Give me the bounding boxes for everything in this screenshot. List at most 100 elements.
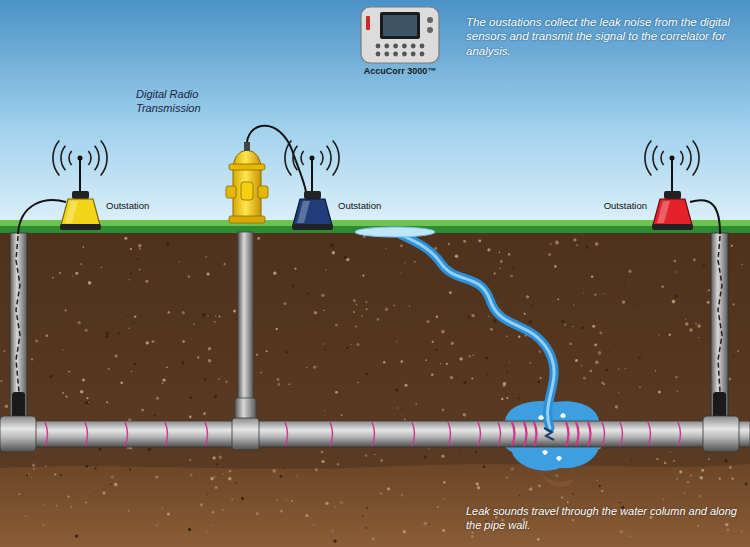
- soil-speck: [305, 514, 308, 517]
- soil-speck: [631, 459, 632, 460]
- soil-speck: [32, 464, 35, 467]
- soil-speck: [537, 538, 540, 541]
- sound-ring: [602, 422, 605, 446]
- soil-speck: [202, 313, 205, 316]
- soil-speck: [702, 474, 703, 475]
- soil-speck: [134, 315, 136, 317]
- soil-speck: [131, 371, 133, 373]
- outstation-shine: [657, 201, 670, 223]
- soil-speck: [276, 499, 277, 500]
- sound-ring: [512, 422, 515, 446]
- soil-speck: [628, 270, 631, 273]
- soil-speck: [501, 398, 503, 400]
- outstation-base: [652, 224, 693, 230]
- soil-speck: [235, 319, 237, 321]
- soil-speck: [108, 368, 110, 370]
- soil-speck: [325, 269, 327, 271]
- sound-ring: [678, 422, 681, 446]
- soil-speck: [506, 370, 508, 372]
- sound-ring: [498, 422, 501, 446]
- soil-speck: [529, 320, 532, 323]
- valve-chamber: [10, 233, 27, 423]
- soil-speck: [674, 294, 678, 298]
- soil-speck: [212, 511, 215, 514]
- sound-ring: [45, 422, 48, 446]
- soil-speck: [286, 499, 287, 500]
- soil-speck: [146, 341, 149, 344]
- soil-speck: [313, 366, 316, 369]
- correlator-bezel: [380, 12, 420, 39]
- soil-speck: [590, 370, 593, 373]
- soil-speck: [137, 258, 139, 260]
- soil-speck: [615, 405, 618, 408]
- soil-speck: [280, 509, 283, 512]
- soil-speck: [59, 272, 61, 274]
- soil-speck: [288, 383, 290, 385]
- soil-speck: [26, 475, 28, 477]
- soil-speck: [383, 361, 385, 363]
- soil-speck: [670, 451, 671, 452]
- soil-speck: [152, 340, 155, 343]
- soil-speck: [54, 473, 56, 475]
- soil-speck: [467, 316, 470, 319]
- soil-speck: [292, 285, 294, 287]
- correlator-stripe: [366, 16, 370, 30]
- soil-speck: [179, 261, 180, 262]
- soil-speck: [115, 355, 118, 358]
- soil-speck: [266, 350, 268, 352]
- soil-speck: [595, 242, 599, 246]
- soil-speck: [451, 342, 454, 345]
- soil-speck: [214, 321, 216, 323]
- soil-speck: [698, 337, 699, 338]
- outstation: Outstation: [290, 189, 384, 231]
- soil-speck: [679, 470, 682, 473]
- soil-speck: [575, 359, 578, 362]
- sound-ring: [620, 422, 623, 446]
- soil-speck: [596, 480, 598, 482]
- soil-speck: [154, 415, 156, 417]
- soil-speck: [697, 324, 701, 328]
- soil-speck: [356, 304, 358, 306]
- soil-speck: [62, 392, 64, 394]
- soil-speck: [365, 527, 367, 529]
- soil-speck: [594, 294, 597, 297]
- soil-speck: [500, 260, 503, 263]
- soil-speck: [397, 407, 399, 409]
- soil-speck: [168, 311, 171, 314]
- soil-speck: [361, 315, 362, 316]
- soil-speck: [365, 301, 367, 303]
- soil-speck: [31, 477, 33, 479]
- soil-speck: [229, 470, 232, 473]
- soil-speck: [85, 329, 88, 332]
- correlator-key: [384, 52, 389, 57]
- sound-ring: [648, 422, 651, 446]
- soil-speck: [509, 361, 510, 362]
- soil-speck: [658, 334, 659, 335]
- soil-speck: [182, 311, 185, 314]
- soil-speck: [215, 486, 218, 489]
- soil-speck: [206, 256, 208, 258]
- soil-speck: [78, 321, 81, 324]
- soil-speck: [130, 243, 131, 244]
- radio-wave: [653, 146, 657, 170]
- soil-speck: [727, 528, 730, 531]
- soil-speck: [283, 302, 286, 305]
- soil-speck: [572, 493, 574, 495]
- sound-ring: [566, 422, 569, 446]
- soil-speck: [708, 458, 710, 460]
- radio-wave: [333, 141, 339, 176]
- soil-speck: [162, 507, 163, 508]
- leak-note: Leak sounds travel through the water col…: [466, 505, 744, 533]
- soil-speck: [622, 300, 625, 303]
- hydrant-base: [229, 216, 265, 223]
- soil-speck: [745, 483, 748, 486]
- outstation-unit: [650, 189, 695, 231]
- soil-speck: [695, 323, 697, 325]
- soil-speck: [294, 268, 296, 270]
- soil-speck: [207, 315, 208, 316]
- soil-speck: [742, 264, 743, 265]
- soil-speck: [677, 391, 679, 393]
- soil-speck: [129, 279, 131, 281]
- soil-speck: [188, 275, 191, 278]
- hydrant-tee: [235, 398, 256, 420]
